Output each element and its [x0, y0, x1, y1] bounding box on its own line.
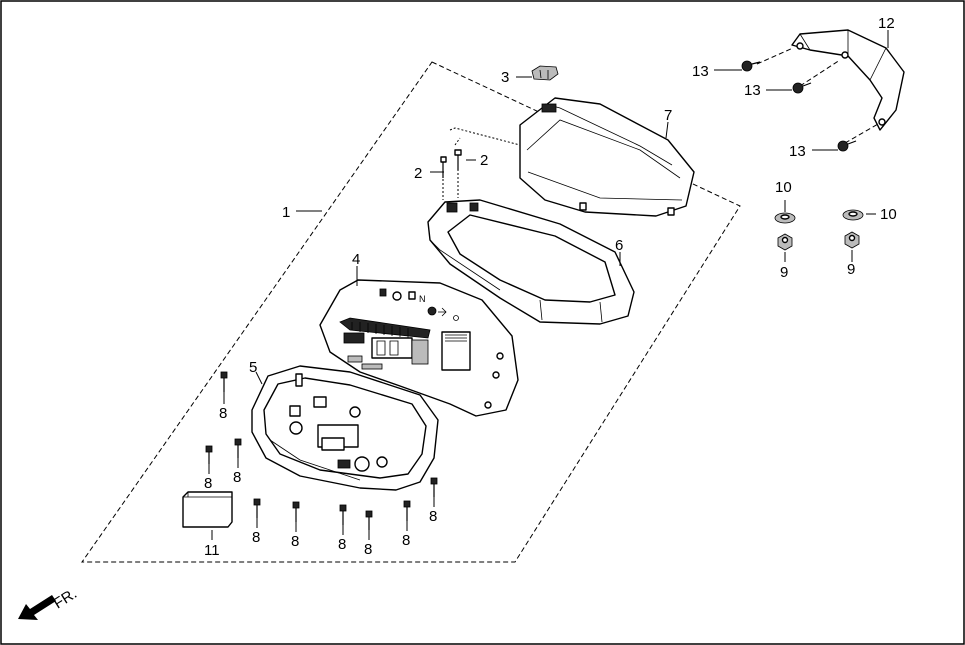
callout-13-c: 13: [789, 143, 806, 160]
callout-8-e: 8: [291, 533, 299, 550]
callout-3: 3: [501, 69, 509, 86]
callout-10-a: 10: [775, 179, 792, 196]
part-screw-2b: [454, 149, 462, 170]
callout-2b: 2: [480, 152, 488, 169]
part-visor: [756, 29, 905, 144]
part-clip: [531, 65, 559, 81]
callout-4: 4: [352, 251, 360, 268]
callout-12: 12: [878, 15, 895, 32]
direction-label: FR.: [51, 585, 81, 612]
part-washers-10: [774, 209, 864, 224]
callout-11: 11: [204, 542, 220, 559]
callout-8-c: 8: [233, 469, 241, 486]
callout-8-h: 8: [402, 532, 410, 549]
part-screw-2a: [440, 156, 447, 178]
part-bezel: [427, 199, 635, 325]
part-upper-cover: [519, 97, 695, 217]
front-direction-arrow-icon: [18, 595, 56, 620]
callout-9-b: 9: [847, 261, 855, 278]
part-display-board: N: [319, 279, 519, 417]
part-screws-13: [741, 60, 857, 152]
callout-13-a: 13: [692, 63, 709, 80]
svg-text:N: N: [419, 294, 426, 304]
callout-10-b: 10: [880, 206, 897, 223]
part-lower-case: [251, 365, 439, 491]
callout-8-a: 8: [219, 405, 227, 422]
callout-8-g: 8: [364, 541, 372, 558]
callout-13-b: 13: [744, 82, 761, 99]
callout-8-f: 8: [338, 536, 346, 553]
callout-6: 6: [615, 237, 623, 254]
callout-8-i: 8: [429, 508, 437, 525]
callout-9-a: 9: [780, 264, 788, 281]
callout-8-d: 8: [252, 529, 260, 546]
callout-8-b: 8: [204, 475, 212, 492]
part-nuts-9: [777, 231, 860, 251]
callout-5: 5: [249, 359, 257, 376]
part-screws-8: [205, 371, 438, 530]
callout-7: 7: [664, 107, 672, 124]
callout-1: 1: [282, 204, 290, 221]
part-block: [182, 491, 233, 528]
callout-2a: 2: [414, 165, 422, 182]
